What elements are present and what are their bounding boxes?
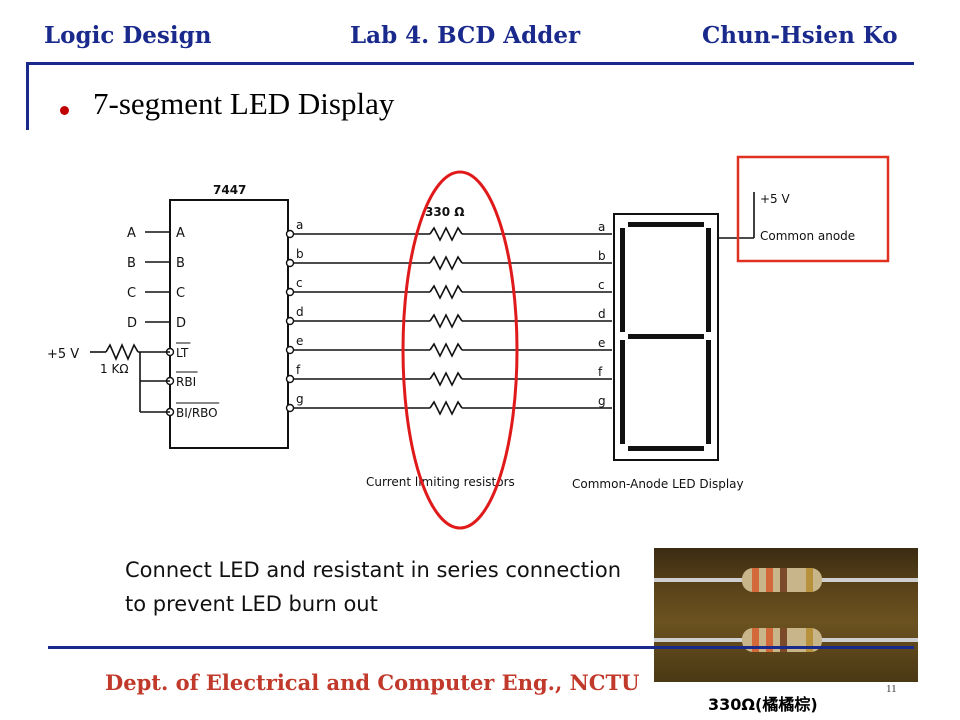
segment-b: [706, 228, 711, 332]
resistor-g: [429, 400, 463, 416]
control-pin-label-rbi: RBI: [176, 375, 196, 389]
display-pin-label-b: b: [598, 249, 606, 263]
page-number: 11: [886, 683, 897, 695]
display-pin-label-f: f: [598, 365, 603, 379]
led-display-outline: [613, 213, 719, 461]
resistor-photo: [654, 548, 918, 682]
control-pin-label-lt: LT: [176, 346, 189, 360]
resistor-c: [429, 284, 463, 300]
output-label-b: b: [296, 247, 304, 261]
output-bubble-d: [285, 316, 295, 326]
output-bubble-f: [285, 374, 295, 384]
segment-a: [628, 222, 704, 227]
note-line-1: Connect LED and resistant in series conn…: [125, 558, 622, 582]
display-pin-label-c: c: [598, 278, 605, 292]
resistor-b: [429, 255, 463, 271]
segment-g: [628, 334, 704, 339]
common-anode-label: Common anode: [760, 229, 855, 243]
chip-name: 7447: [213, 183, 246, 197]
led-segments: [620, 222, 711, 451]
bullet-dot-icon: [60, 106, 69, 115]
chip-pin-label-b: B: [176, 256, 185, 271]
output-bubble-b: [285, 258, 295, 268]
supply-right-label: +5 V: [760, 192, 791, 206]
chip-pin-label-c: C: [176, 286, 185, 301]
footer-divider: [48, 646, 914, 649]
common-anode-highlight-box: [736, 155, 890, 263]
header-divider: [26, 62, 914, 65]
chip-pin-label-a: A: [176, 226, 185, 241]
output-bubble-a: [285, 229, 295, 239]
footer-department: Dept. of Electrical and Computer Eng., N…: [105, 670, 640, 695]
resistors-caption: Current limiting resistors: [366, 475, 515, 489]
segment-e: [620, 340, 625, 444]
left-accent-bar: [26, 62, 29, 130]
output-label-d: d: [296, 305, 304, 319]
display-pin-label-a: a: [598, 220, 605, 234]
display-pin-label-d: d: [598, 307, 606, 321]
supply-left-label: +5 V: [47, 347, 79, 362]
output-label-f: f: [296, 363, 301, 377]
segment-d: [628, 446, 704, 451]
resistor-a: [429, 226, 463, 242]
input-label-d: D: [127, 316, 137, 331]
segment-c: [706, 340, 711, 444]
pullup-resistor: [105, 342, 139, 362]
current-limiting-resistors: [429, 226, 463, 416]
display-pin-label-e: e: [598, 336, 605, 350]
display-caption: Common-Anode LED Display: [572, 477, 744, 491]
output-bubble-e: [285, 345, 295, 355]
header-author: Chun-Hsien Ko: [702, 22, 898, 49]
output-bubble-g: [285, 403, 295, 413]
input-label-b: B: [127, 256, 136, 271]
output-label-a: a: [296, 218, 303, 232]
chip-outputs: a a b b c c d d e e f f g g: [285, 218, 612, 413]
output-label-e: e: [296, 334, 303, 348]
output-bubble-c: [285, 287, 295, 297]
pullup-resistor-label: 1 KΩ: [100, 362, 129, 376]
display-pin-label-g: g: [598, 394, 606, 408]
control-pin-label-bi-rbo: BI/RBO: [176, 406, 218, 420]
header-lab: Lab 4. BCD Adder: [350, 22, 581, 49]
segment-f: [620, 228, 625, 332]
chip-control-pins: LT RBI BI/RBO: [165, 342, 220, 420]
note-line-2: to prevent LED burn out: [125, 592, 378, 616]
input-label-a: A: [127, 226, 136, 241]
resistor-photo-caption: 330Ω(橘橘棕): [708, 695, 818, 714]
resistor-value-label: 330 Ω: [425, 205, 464, 219]
output-label-c: c: [296, 276, 303, 290]
slide-title: 7-segment LED Display: [93, 86, 395, 121]
input-label-c: C: [127, 286, 136, 301]
chip-pin-label-d: D: [176, 316, 186, 331]
resistor-f: [429, 371, 463, 387]
header-course: Logic Design: [44, 22, 212, 49]
output-label-g: g: [296, 392, 304, 406]
resistor-d: [429, 313, 463, 329]
resistor-e: [429, 342, 463, 358]
resistors-highlight-circle: [401, 170, 519, 530]
